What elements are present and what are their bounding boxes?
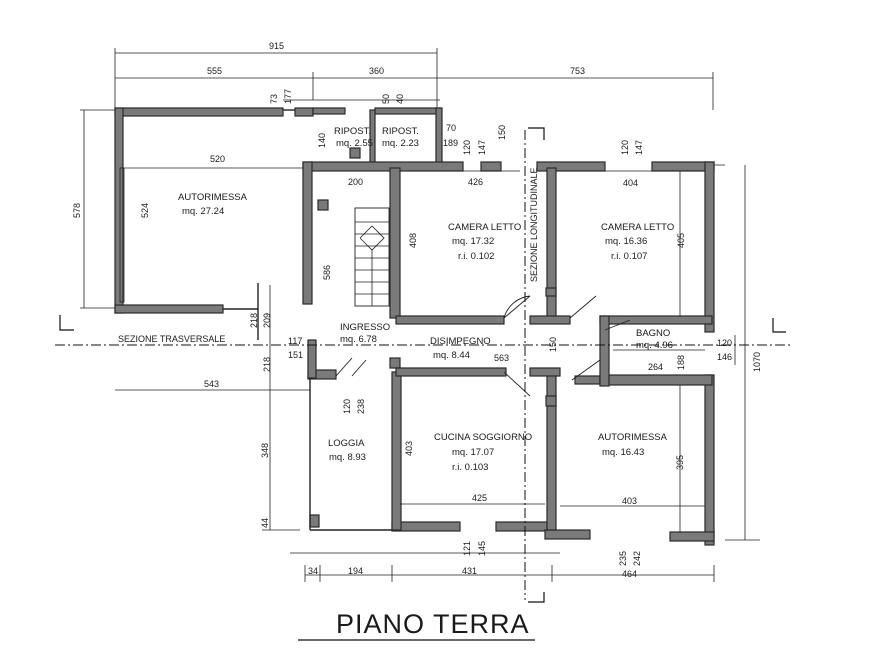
dim-label: 408 (408, 233, 418, 248)
dim-label: 120 (462, 140, 472, 155)
room-autorimessa-2-area: mq. 16.43 (602, 447, 644, 458)
dim-label: 50 (381, 94, 391, 104)
dim-label: 150 (497, 125, 507, 140)
dim-label: 543 (204, 379, 219, 389)
dim-label: 464 (622, 569, 637, 579)
room-ripost-1-name: RIPOST. (334, 126, 371, 137)
dim-label: 150 (548, 337, 558, 352)
dim-label: 360 (369, 66, 384, 76)
page-title: PIANO TERRA (336, 609, 530, 639)
dim-label: 189 (443, 138, 458, 148)
dim-label: 242 (632, 551, 642, 566)
dim-label: 520 (210, 154, 225, 164)
walls-garage-left (114, 107, 314, 314)
staircase (354, 207, 390, 307)
dim-label: 264 (648, 362, 663, 372)
room-loggia-name: LOGGIA (328, 438, 365, 449)
dim-label: 426 (468, 177, 483, 187)
dim-label: 121 (462, 541, 472, 556)
section-transversal-label: SEZIONE TRASVERSALE (118, 334, 225, 344)
dim-label: 563 (494, 353, 509, 363)
dim-label: 120 (620, 140, 630, 155)
walls-storerooms (312, 107, 443, 167)
room-disimpegno-name: DISIMPEGNO (430, 336, 491, 347)
dim-label: 70 (446, 123, 456, 133)
room-bagno-name: BAGNO (636, 328, 670, 339)
door-swings (335, 295, 631, 397)
room-camera-1-name: CAMERA LETTO (448, 222, 521, 233)
room-camera-1-ri: r.i. 0.102 (458, 251, 494, 262)
dim-label: 73 (269, 94, 279, 104)
room-cucina-name: CUCINA SOGGIORNO (434, 432, 532, 443)
dim-label: 140 (317, 133, 327, 148)
dim-label: 177 (283, 89, 293, 104)
room-camera-2-area: mq. 16.36 (605, 236, 647, 247)
dim-label: 915 (269, 41, 284, 51)
room-autorimessa-2-name: AUTORIMESSA (598, 432, 668, 443)
dim-label: 586 (322, 265, 332, 280)
dim-label: 117 (288, 336, 302, 346)
dim-label: 555 (207, 66, 222, 76)
dim-label: 218 (262, 357, 272, 372)
room-autorimessa-1-name: AUTORIMESSA (178, 192, 248, 203)
dim-label: 120 (717, 338, 732, 348)
section-lines (55, 127, 790, 603)
dim-label: 403 (622, 496, 637, 506)
section-longitudinal-label: SEZIONE LONGITUDINALE (529, 167, 539, 282)
room-cucina-ri: r.i. 0.103 (452, 462, 488, 473)
dimension-labels: 915 555 360 753 73 177 50 40 140 70 189 … (72, 41, 762, 579)
room-bagno-area: mq. 4.96 (636, 340, 673, 351)
dim-label: 194 (348, 566, 363, 576)
dim-label: 238 (356, 399, 366, 414)
dim-label: 431 (462, 566, 477, 576)
room-disimpegno-area: mq. 8.44 (433, 350, 470, 361)
walls-main-house (302, 161, 715, 546)
room-ripost-2-area: mq. 2.23 (382, 138, 419, 149)
dim-label: 40 (395, 94, 405, 104)
dim-label: 425 (472, 493, 487, 503)
thin-walls (119, 109, 705, 532)
room-camera-1-area: mq. 17.32 (452, 236, 494, 247)
room-ingresso-area: mq. 6.78 (340, 334, 377, 345)
room-ripost-1-area: mq. 2.55 (336, 138, 373, 149)
dim-label: 218 (249, 313, 259, 328)
room-autorimessa-1-area: mq. 27.24 (182, 206, 224, 217)
dim-label: 120 (342, 399, 352, 414)
room-camera-2-name: CAMERA LETTO (601, 222, 674, 233)
dim-label: 405 (676, 233, 686, 248)
dim-label: 200 (348, 177, 363, 187)
dim-label: 147 (634, 140, 644, 155)
dim-label: 44 (260, 518, 270, 528)
dim-label: 147 (477, 140, 487, 155)
dim-label: 235 (618, 551, 628, 566)
dim-label: 209 (262, 313, 272, 328)
dim-label: 578 (72, 203, 82, 218)
dim-label: 348 (260, 443, 270, 458)
dim-label: 34 (308, 566, 318, 576)
dim-label: 395 (675, 455, 685, 470)
dim-label: 1070 (752, 352, 762, 372)
left-dimension-lines (80, 109, 300, 531)
dim-label: 524 (140, 203, 150, 218)
right-dimension-lines (685, 164, 760, 541)
dim-label: 146 (717, 352, 732, 362)
room-ripost-2-name: RIPOST. (382, 126, 419, 137)
dim-label: 753 (570, 66, 585, 76)
dim-label: 151 (288, 350, 303, 360)
top-dimension-lines (114, 48, 714, 110)
room-ingresso-name: INGRESSO (340, 322, 390, 333)
room-camera-2-ri: r.i. 0.107 (611, 251, 647, 262)
dim-label: 404 (623, 178, 638, 188)
bottom-dimension-lines (115, 389, 715, 582)
dim-label: 403 (404, 441, 414, 456)
room-loggia-area: mq. 8.93 (329, 452, 366, 463)
dim-label: 188 (676, 355, 686, 370)
room-cucina-area: mq. 17.07 (452, 447, 494, 458)
dim-label: 145 (477, 541, 487, 556)
